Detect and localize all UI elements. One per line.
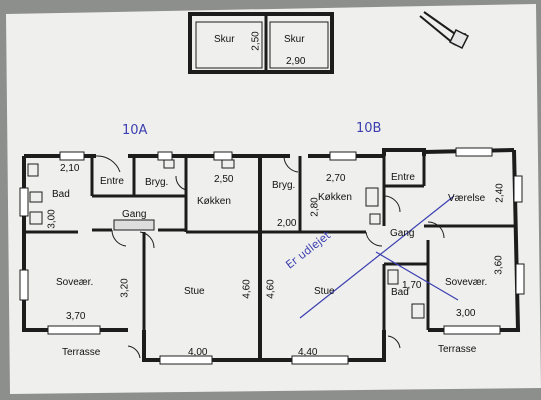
toilet-icon (27, 163, 39, 177)
dim-10a-sovevaer-width: 3,70 (66, 311, 86, 322)
room-label-10b-kokken: Køkken (318, 192, 352, 203)
shed-room-label-2: Skur (284, 34, 305, 45)
room-label-10a-bryg: Bryg. (145, 177, 169, 188)
shed-length-dim: 2,90 (286, 56, 306, 67)
unit-label-10a: 10A (122, 123, 148, 138)
sink-icon (29, 211, 43, 225)
dim-10a-kokken-width: 2,50 (214, 174, 234, 185)
shed-room-label-1: Skur (214, 34, 235, 45)
dim-10b-kokken-width: 2,70 (326, 173, 346, 184)
shed-width-dim: 2,50 (250, 31, 262, 51)
north-arrow-icon (419, 11, 470, 50)
unit-label-10b: 10B (356, 121, 382, 136)
dim-10b-stue-width: 4,40 (298, 347, 318, 358)
dim-10b-bryg-width: 2,00 (277, 218, 297, 229)
dim-10b-vaerelse-height: 2,40 (494, 183, 506, 203)
dim-10a-stue-height: 4,60 (241, 279, 253, 299)
fan-10b-icon (369, 213, 381, 225)
dim-10b-sovevaer-height: 3,60 (493, 255, 505, 275)
dim-10a-bad-width: 2,10 (60, 163, 80, 174)
room-label-10a-bad: Bad (52, 189, 70, 200)
room-label-10b-entre: Entre (391, 172, 415, 183)
dim-10a-bad-height: 3,00 (46, 209, 58, 229)
room-label-10b-vaerelse: Værelse (448, 193, 486, 204)
room-label-10a-gang: Gang (122, 209, 147, 220)
room-label-10a-sovevaer: Soveær. (56, 277, 94, 288)
dim-10b-sovevaer-width: 3,00 (456, 308, 476, 319)
interior-walls-10b (260, 156, 514, 330)
shed-block (188, 12, 334, 74)
toilet-10b-icon (411, 303, 425, 319)
doors (95, 155, 445, 359)
stove-10a-icon (221, 159, 235, 169)
room-label-10a-kokken: Køkken (197, 196, 231, 207)
stove-10b-icon (365, 187, 379, 207)
dim-10a-sovevaer-height: 3,20 (119, 278, 131, 298)
room-label-10a-terrasse: Terrasse (62, 347, 101, 358)
dim-10b-stue-height: 4,60 (265, 279, 277, 299)
toilet-10b-icon (387, 269, 399, 285)
paper-sheet (6, 4, 541, 394)
fixtures (27, 159, 425, 319)
handwritten-cross (299, 195, 459, 319)
room-label-10b-terrasse: Terrasse (438, 344, 477, 355)
room-label-10b-bad: Bad (391, 287, 409, 298)
room-label-10b-sovevaer: Sovevær. (445, 277, 488, 288)
room-label-10b-bryg: Bryg. (272, 180, 296, 191)
dim-10b-bad-width: 1,70 (402, 280, 422, 291)
room-label-10a-stue: Stue (184, 286, 205, 297)
windows (19, 147, 525, 365)
room-label-10b-stue: Stue (314, 286, 335, 297)
dim-10b-kokken-height: 2,80 (309, 197, 321, 217)
sink-10a-kitchen-icon (163, 159, 175, 169)
room-label-10a-entre: Entre (100, 176, 124, 187)
room-label-10b-gang: Gang (390, 228, 415, 239)
dim-10a-stue-width: 4,00 (188, 347, 208, 358)
toilet-10a-icon (29, 191, 43, 203)
